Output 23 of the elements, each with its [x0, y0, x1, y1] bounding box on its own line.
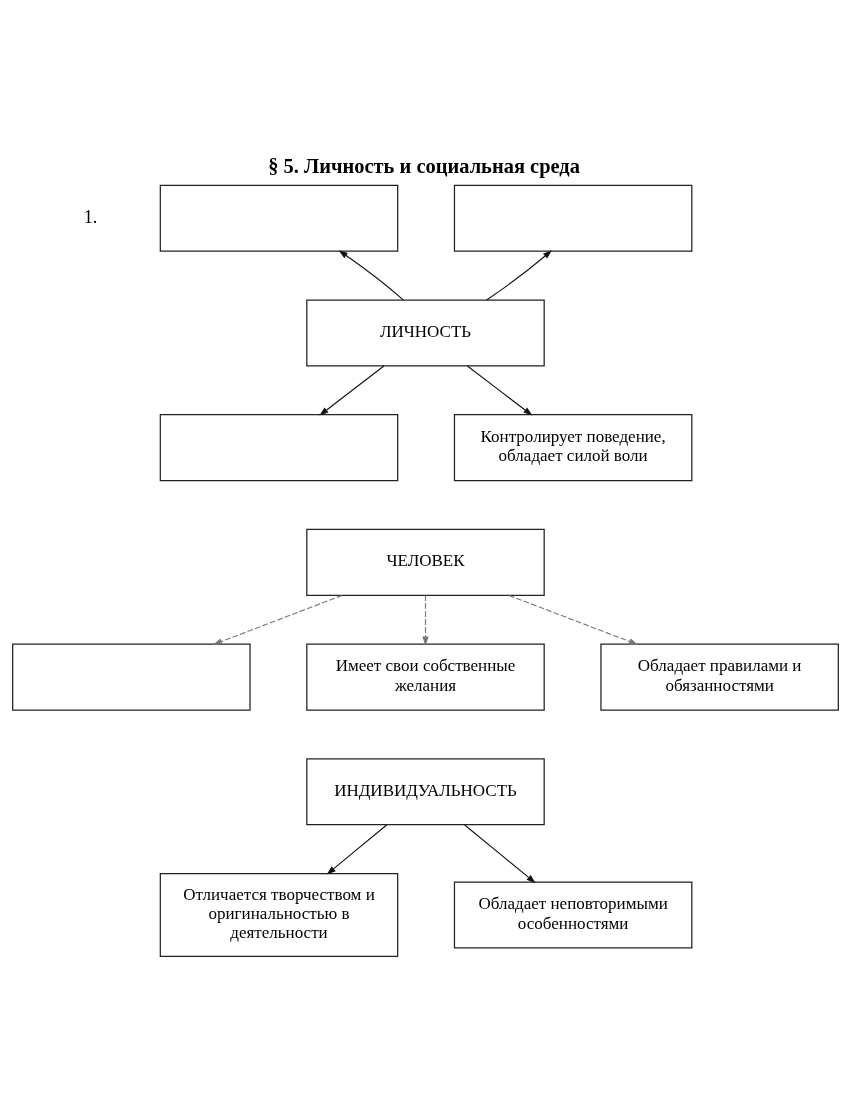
node-box: ИНДИВИДУАЛЬНОСТЬ — [306, 757, 545, 825]
arrow — [486, 249, 552, 301]
arrow — [422, 594, 429, 646]
node-box — [453, 184, 693, 252]
arrow — [212, 594, 343, 645]
node-box — [159, 184, 399, 252]
arrow — [464, 823, 536, 883]
node-box — [12, 643, 251, 711]
arrow — [326, 823, 388, 874]
arrow — [338, 249, 404, 300]
node-box: Имеет свои собственные желания — [306, 643, 545, 711]
node-box: Отличается творчеством и оригинальностью в деятельности — [159, 872, 399, 957]
node-box: Контролирует поведение, обладает силой воли — [453, 413, 693, 481]
label: 1. — [83, 206, 98, 227]
arrow — [319, 364, 385, 416]
node-box: ЛИЧНОСТЬ — [306, 298, 545, 367]
node-box — [159, 413, 399, 481]
arrow — [466, 364, 533, 416]
arrow — [508, 594, 639, 645]
node-box: Обладает правилами и обязанностями — [600, 643, 839, 711]
diagram-title: § 5. Личность и социальная среда — [268, 154, 580, 177]
node-box: Обладает неповторимыми особенностями — [453, 880, 693, 949]
node-box: ЧЕЛОВЕК — [306, 528, 545, 596]
